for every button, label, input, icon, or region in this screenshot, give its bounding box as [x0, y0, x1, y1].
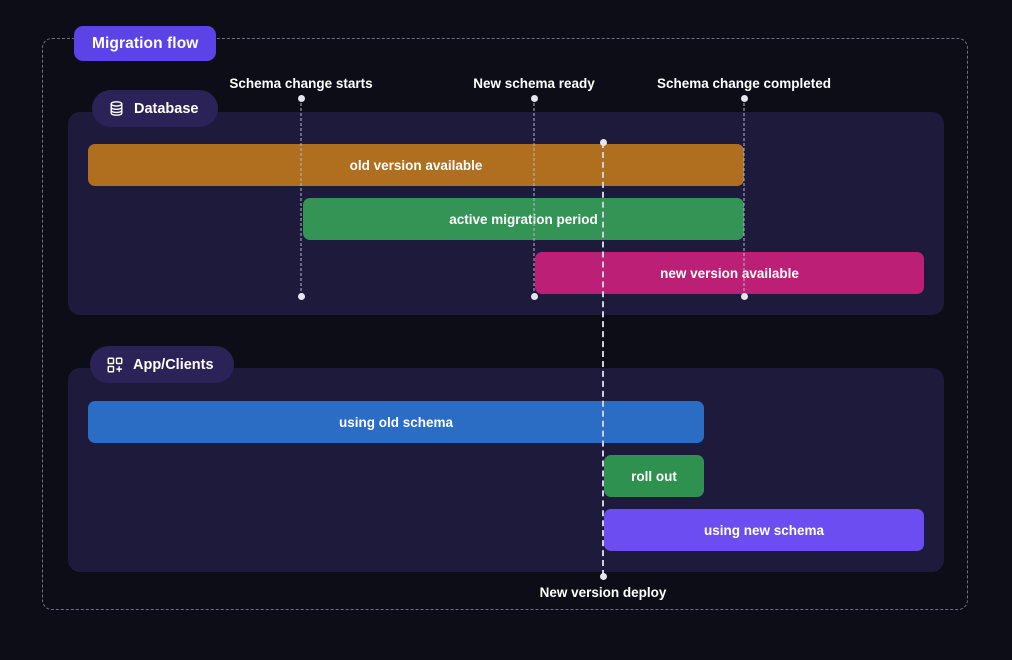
marker-schema-change-completed-label: Schema change completed: [656, 76, 832, 91]
marker-new-schema-ready-label: New schema ready: [473, 76, 595, 91]
diagram-frame: [42, 38, 968, 610]
database-lane-label: Database: [134, 100, 199, 117]
marker-schema-change-starts-label: Schema change starts: [229, 76, 373, 91]
migration-flow-title-badge: Migration flow: [74, 26, 217, 61]
bar-active-migration-period-label: active migration period: [449, 211, 598, 227]
bar-roll-out-label: roll out: [631, 468, 677, 484]
marker-new-schema-ready-line: [533, 98, 535, 296]
marker-dot-top: [599, 138, 607, 146]
bar-using-old-schema: using old schema: [88, 401, 704, 443]
marker-dot-bottom: [297, 292, 305, 300]
app-clients-lane-pill: App/Clients: [90, 346, 234, 383]
marker-dot-bottom: [740, 292, 748, 300]
bar-new-version-available-label: new version available: [660, 265, 799, 281]
bar-old-version-available-label: old version available: [349, 157, 483, 173]
bar-using-new-schema-label: using new schema: [703, 522, 825, 538]
marker-dot-top: [297, 94, 305, 102]
app-clients-lane-label: App/Clients: [133, 356, 214, 373]
marker-dot-bottom: [599, 572, 607, 580]
marker-new-version-deploy-line: [602, 142, 604, 576]
marker-new-version-deploy-label: New version deploy: [539, 585, 667, 600]
database-icon: [108, 100, 125, 117]
marker-dot-top: [530, 94, 538, 102]
bar-roll-out: roll out: [604, 455, 704, 497]
database-lane-pill: Database: [92, 90, 219, 127]
marker-dot-top: [740, 94, 748, 102]
bar-using-new-schema: using new schema: [604, 509, 924, 551]
marker-schema-change-completed-line: [743, 98, 745, 296]
bar-old-version-available: old version available: [88, 144, 744, 186]
marker-dot-bottom: [530, 292, 538, 300]
grid-add-icon: [106, 356, 124, 374]
bar-active-migration-period: active migration period: [303, 198, 744, 240]
bar-using-old-schema-label: using old schema: [338, 414, 454, 430]
bar-new-version-available: new version available: [535, 252, 924, 294]
migration-flow-title-label: Migration flow: [92, 34, 199, 52]
marker-schema-change-starts-line: [300, 98, 302, 296]
